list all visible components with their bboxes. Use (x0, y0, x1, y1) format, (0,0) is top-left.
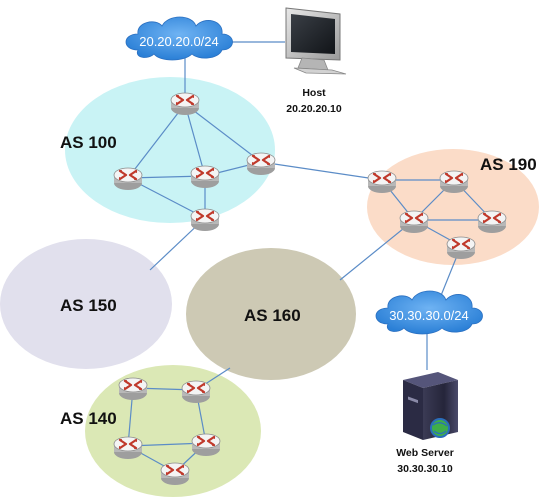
router-icon (445, 235, 477, 261)
cloud-server-net-label: 30.30.30.0/24 (389, 308, 469, 323)
as190-label: AS 190 (480, 155, 537, 174)
cloud-server-net: 30.30.30.0/24 (375, 290, 483, 335)
link (260, 161, 383, 181)
as150-label: AS 150 (60, 296, 117, 315)
as150-region (0, 239, 172, 369)
router-icon (398, 209, 430, 235)
cloud-host-net-label: 20.20.20.0/24 (139, 34, 219, 49)
router-icon (117, 376, 149, 402)
web-server-name: Web Server (396, 447, 454, 459)
router-icon (189, 164, 221, 190)
link (339, 219, 415, 281)
host-name: Host (302, 87, 326, 99)
router-icon (438, 169, 470, 195)
router-icon (190, 432, 222, 458)
router-icon (169, 91, 201, 117)
as160-region (186, 248, 356, 380)
as190-region (367, 149, 539, 265)
router-icon (112, 166, 144, 192)
as100-label: AS 100 (60, 133, 117, 152)
router-icon (180, 379, 212, 405)
link (184, 103, 262, 163)
router-icon (159, 461, 191, 487)
router-icon (189, 207, 221, 233)
web-server-ip: 30.30.30.10 (397, 463, 453, 475)
host-ip: 20.20.20.10 (286, 103, 342, 115)
router-icon (245, 151, 277, 177)
as160-label: AS 160 (244, 306, 301, 325)
cloud-host-net: 20.20.20.0/24 (125, 16, 233, 61)
router-icon (476, 209, 508, 235)
link (184, 103, 206, 177)
router-icon (366, 169, 398, 195)
link (127, 103, 186, 179)
router-icon (112, 435, 144, 461)
web-server-icon (403, 372, 458, 440)
host-computer-icon (285, 7, 347, 75)
as140-label: AS 140 (60, 409, 117, 428)
